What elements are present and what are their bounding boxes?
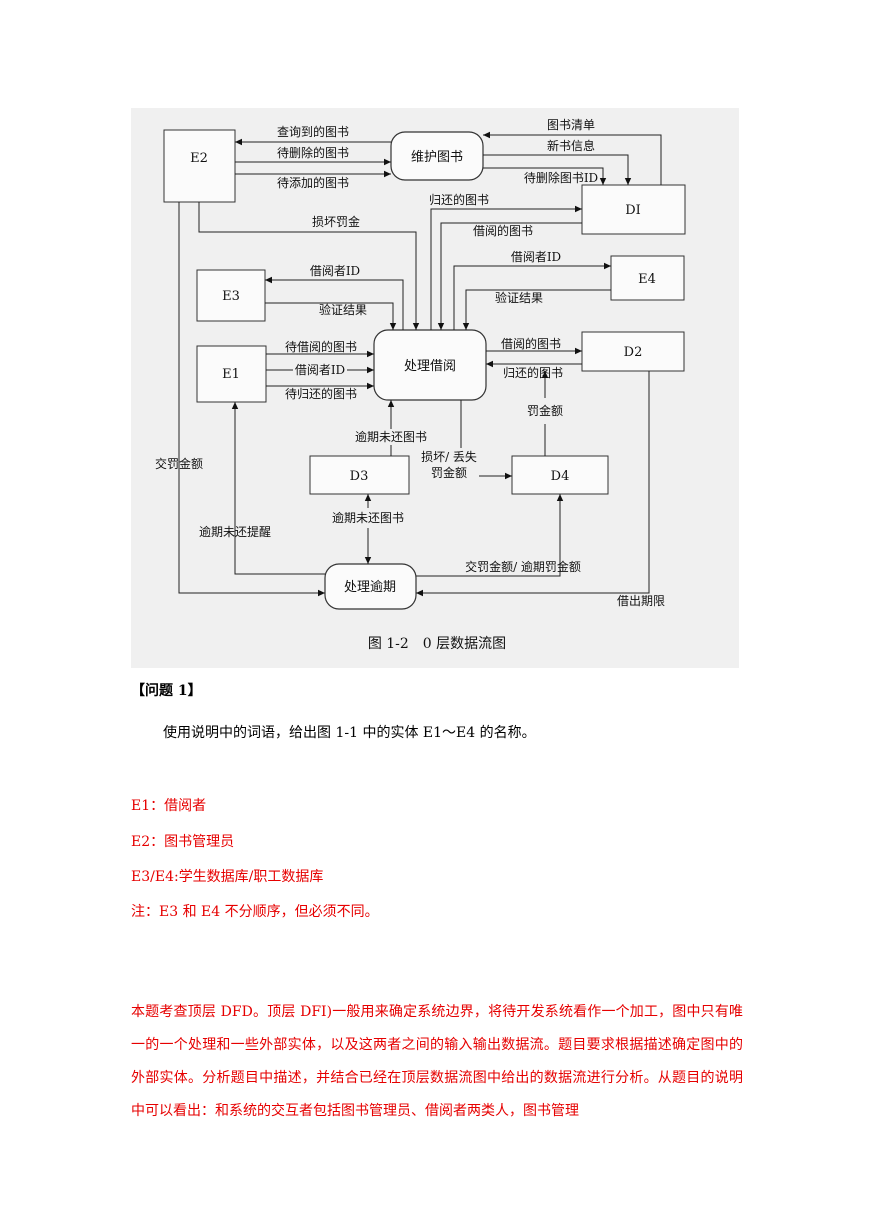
svg-text:D2: D2 <box>624 345 643 360</box>
svg-text:借阅者ID: 借阅者ID <box>310 264 360 278</box>
entity-e1: E1 <box>196 345 267 403</box>
svg-text:待删除图书ID: 待删除图书ID <box>524 170 598 185</box>
svg-text:待借阅的图书: 待借阅的图书 <box>285 339 357 354</box>
datastore-d3: D3 <box>309 455 410 495</box>
datastore-d2: D2 <box>581 331 685 372</box>
flow-returned-books-d2: 归还的图书 <box>486 360 582 380</box>
flow-borrower-id-e3: 借阅者ID <box>265 264 404 330</box>
flow-overdue-reminder: 逾期未还提醒 <box>199 402 325 575</box>
process-handle-borrowing: 处理借阅 <box>373 329 487 401</box>
svg-text:逾期未还图书: 逾期未还图书 <box>332 510 404 525</box>
svg-text:E3: E3 <box>222 289 240 304</box>
svg-text:借阅者ID: 借阅者ID <box>295 363 345 377</box>
flow-verify-result-e4: 验证结果 <box>462 289 611 330</box>
datastore-d4: D4 <box>511 455 609 495</box>
entity-e4: E4 <box>610 255 685 301</box>
entity-e2: E2 <box>163 129 236 203</box>
flow-damage-fine: 损坏罚金 <box>198 202 420 330</box>
flow-borrowed-books-d2: 借阅的图书 <box>486 336 582 355</box>
svg-text:新书信息: 新书信息 <box>547 138 595 153</box>
svg-text:交罚金额/ 逾期罚金额: 交罚金额/ 逾期罚金额 <box>465 559 581 574</box>
flow-books-to-add: 待添加的图书 <box>235 170 391 190</box>
figure-caption: 图 1-2 0 层数据流图 <box>368 636 506 652</box>
svg-text:待删除的图书: 待删除的图书 <box>277 145 349 160</box>
svg-text:处理借阅: 处理借阅 <box>404 359 456 374</box>
explanation-paragraph: 本题考查顶层 DFD。顶层 DFI)一般用来确定系统边界，将待开发系统看作一个加… <box>131 1004 743 1119</box>
svg-text:维护图书: 维护图书 <box>411 150 463 165</box>
flow-borrowed-books-d1: 借阅的图书 <box>437 222 582 330</box>
svg-text:验证结果: 验证结果 <box>495 290 543 305</box>
svg-text:交罚金额: 交罚金额 <box>155 456 203 471</box>
flow-books-to-return: 待归还的图书 <box>266 382 374 401</box>
data-flow-diagram: E2 维护图书 DI E3 E4 E1 处理借阅 D2 D3 D4 处理逾期 <box>131 108 739 668</box>
svg-text:归还的图书: 归还的图书 <box>503 365 563 380</box>
svg-text:逾期未还图书: 逾期未还图书 <box>355 429 427 444</box>
svg-text:处理逾期: 处理逾期 <box>344 580 396 595</box>
svg-text:验证结果: 验证结果 <box>319 302 367 317</box>
flow-books-to-delete: 待删除的图书 <box>235 145 391 166</box>
flow-borrower-id-e4: 借阅者ID <box>453 250 611 330</box>
answer-e2: E2：图书管理员 <box>131 834 235 850</box>
question-title: 【问题 1】 <box>131 683 202 699</box>
svg-text:逾期未还提醒: 逾期未还提醒 <box>199 524 271 539</box>
question-text: 使用说明中的词语，给出图 1-1 中的实体 E1～E4 的名称。 <box>163 725 536 741</box>
flow-books-to-borrow: 待借阅的图书 <box>266 339 374 358</box>
svg-text:D4: D4 <box>551 469 570 484</box>
svg-text:图书清单: 图书清单 <box>547 118 595 132</box>
svg-text:E4: E4 <box>638 272 656 287</box>
svg-text:借阅的图书: 借阅的图书 <box>473 223 533 238</box>
flow-borrow-deadline: 借出期限 <box>416 371 665 608</box>
flow-new-book-info: 新书信息 <box>483 138 632 185</box>
svg-text:E1: E1 <box>222 367 240 382</box>
svg-text:E2: E2 <box>190 151 208 166</box>
flow-overdue-books-2: 逾期未还图书 <box>332 494 404 564</box>
flow-queried-books: 查询到的图书 <box>235 124 391 146</box>
flow-damage-loss-fine: 损坏/ 丢失 罚金额 <box>421 400 512 480</box>
svg-text:借阅者ID: 借阅者ID <box>511 250 561 264</box>
svg-text:D3: D3 <box>350 469 369 484</box>
svg-text:借出期限: 借出期限 <box>617 594 665 608</box>
svg-text:借阅的图书: 借阅的图书 <box>501 336 561 351</box>
flow-borrower-id-e1: 借阅者ID <box>266 363 374 377</box>
svg-text:待归还的图书: 待归还的图书 <box>285 386 357 401</box>
flow-pay-fine: 交罚金额 <box>155 202 325 597</box>
process-maintain-books: 维护图书 <box>390 131 484 181</box>
flow-book-id-to-delete: 待删除图书ID <box>483 167 607 185</box>
flow-returned-books-d1: 归还的图书 <box>429 192 582 330</box>
entity-e3: E3 <box>196 269 266 322</box>
flow-pay-overdue-fine: 交罚金额/ 逾期罚金额 <box>416 494 581 577</box>
svg-text:查询到的图书: 查询到的图书 <box>277 124 349 139</box>
flow-book-list: 图书清单 <box>483 118 662 185</box>
svg-text:损坏/ 丢失: 损坏/ 丢失 <box>421 449 477 464</box>
flow-overdue-books-1: 逾期未还图书 <box>355 400 427 456</box>
svg-text:罚金额: 罚金额 <box>431 465 467 480</box>
svg-text:归还的图书: 归还的图书 <box>429 192 489 207</box>
answer-e3-e4: E3/E4:学生数据库/职工数据库 <box>131 869 324 885</box>
answer-note: 注：E3 和 E4 不分顺序，但必须不同。 <box>131 904 379 920</box>
answer-e1: E1：借阅者 <box>131 798 207 814</box>
svg-text:损坏罚金: 损坏罚金 <box>312 214 360 229</box>
svg-text:DI: DI <box>625 203 641 218</box>
svg-text:罚金额: 罚金额 <box>527 403 563 418</box>
svg-text:待添加的图书: 待添加的图书 <box>277 175 349 190</box>
datastore-d1: DI <box>581 184 686 235</box>
flow-fine-amount: 罚金额 <box>527 371 563 456</box>
flow-verify-result-e3: 验证结果 <box>265 302 397 330</box>
process-handle-overdue: 处理逾期 <box>324 563 417 610</box>
